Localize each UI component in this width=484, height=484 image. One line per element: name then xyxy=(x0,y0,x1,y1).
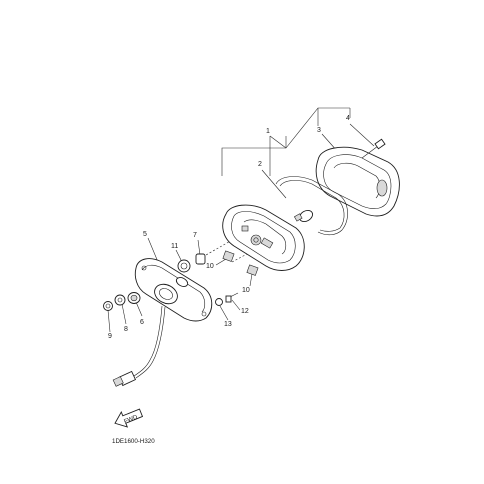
nut-part-a xyxy=(222,250,235,262)
screw-washer-part xyxy=(215,292,239,306)
callout-8: 8 xyxy=(124,326,128,333)
callout-11: 11 xyxy=(171,243,178,250)
callout-7: 7 xyxy=(193,232,197,239)
callout-5: 5 xyxy=(143,231,147,238)
nut-washer-set xyxy=(103,292,141,311)
wire-harness xyxy=(112,305,166,387)
callout-6: 6 xyxy=(140,319,144,326)
housing-part xyxy=(222,204,305,271)
callout-12: 12 xyxy=(241,308,249,315)
callout-4: 4 xyxy=(346,115,350,122)
callout-10-b: 10 xyxy=(242,287,250,294)
callout-9: 9 xyxy=(108,333,112,340)
gasket-part xyxy=(275,176,348,236)
grommet-part xyxy=(177,259,191,273)
callout-10-a: 10 xyxy=(206,263,214,270)
callout-13: 13 xyxy=(224,321,232,328)
drawing-code: 1DE1600-H320 xyxy=(112,438,155,445)
callout-2: 2 xyxy=(258,161,262,168)
fwd-arrow: FWD xyxy=(114,408,144,428)
lens-part xyxy=(315,146,400,217)
fwd-label: FWD xyxy=(123,413,139,425)
callout-labels: 1 2 3 4 5 6 7 8 9 10 10 11 12 13 xyxy=(108,115,350,340)
leader-lines xyxy=(107,107,375,333)
bulb-part xyxy=(195,253,206,265)
callout-1: 1 xyxy=(266,128,270,135)
callout-3: 3 xyxy=(317,127,321,134)
base-plate-part xyxy=(134,258,213,322)
nut-part-b xyxy=(246,264,259,276)
screw-part xyxy=(361,138,386,159)
